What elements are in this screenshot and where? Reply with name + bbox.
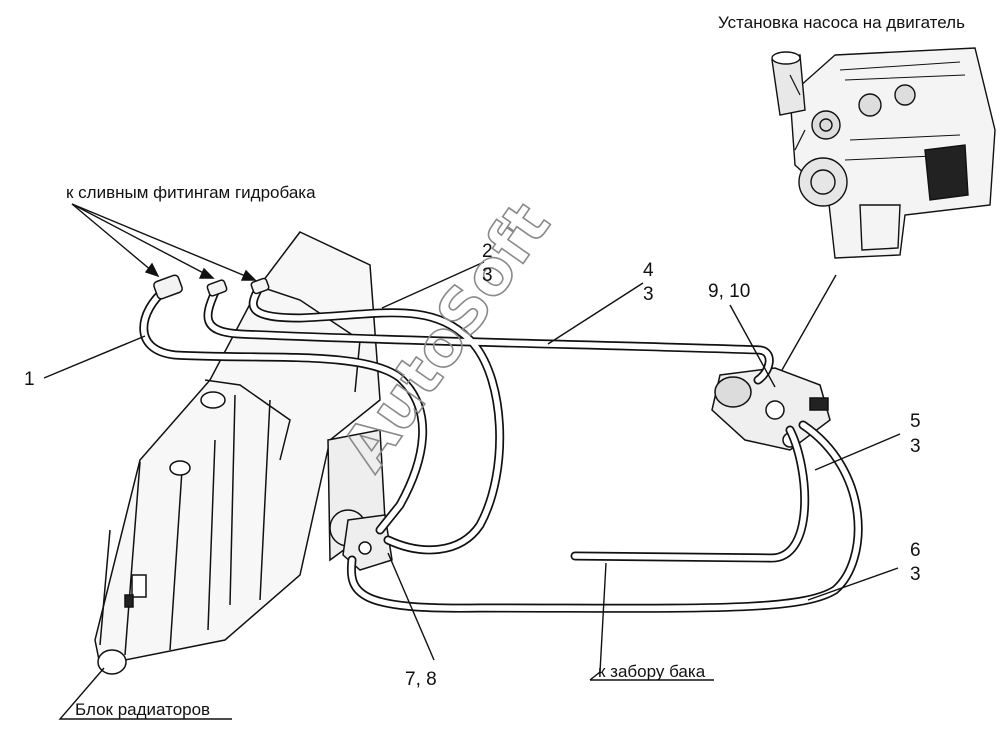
radiator-block xyxy=(94,231,386,675)
engine-illustration xyxy=(771,47,996,259)
drain-fitting-1 xyxy=(153,274,183,300)
drain-caption: к сливным фитингам гидробака xyxy=(66,183,316,202)
drain-fitting-2 xyxy=(206,279,228,297)
drain-fittings xyxy=(153,274,270,300)
label-5-qty: 3 xyxy=(910,436,921,457)
label-2: 2 xyxy=(482,241,493,262)
label-7-8: 7, 8 xyxy=(405,669,437,690)
label-6: 6 xyxy=(910,540,921,561)
radiator-caption: Блок радиаторов xyxy=(75,700,210,719)
label-2-qty: 3 xyxy=(482,265,493,286)
label-4-qty: 3 xyxy=(643,284,654,305)
leader-lines xyxy=(43,261,901,720)
drain-arrows xyxy=(71,203,257,281)
drain-fitting-3 xyxy=(250,277,270,295)
label-5: 5 xyxy=(910,411,921,432)
engine-caption: Установка насоса на двигатель xyxy=(718,13,965,32)
tank-caption: к забору бака xyxy=(598,662,706,681)
label-6-qty: 3 xyxy=(910,564,921,585)
hoses xyxy=(139,285,863,613)
label-9-10: 9, 10 xyxy=(708,281,750,302)
hydraulic-pump xyxy=(711,367,831,451)
label-1: 1 xyxy=(24,369,35,390)
label-4: 4 xyxy=(643,260,654,281)
